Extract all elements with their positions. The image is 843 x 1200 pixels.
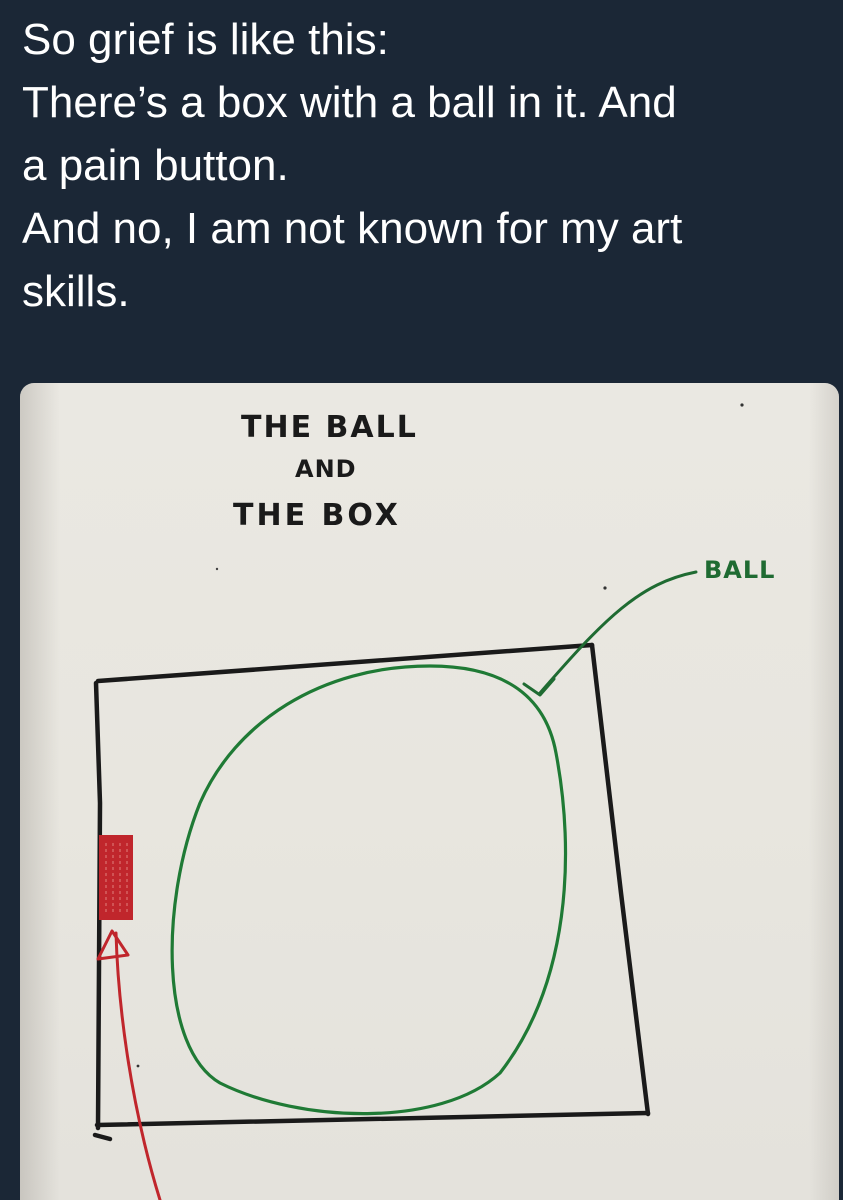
photo-shadow xyxy=(20,383,60,1200)
hand-drawing: THE BALL AND THE BOX BALL xyxy=(92,403,775,1200)
tweet-text-line: There’s a box with a ball in it. And xyxy=(22,78,677,127)
tweet-text-line: So grief is like this: xyxy=(22,15,389,64)
tweet-text-line: skills. xyxy=(22,267,130,316)
pain-arrow xyxy=(96,929,162,1200)
paper-speck xyxy=(740,403,744,407)
tweet-photo[interactable]: THE BALL AND THE BOX BALL xyxy=(20,383,839,1200)
drawing-title-line-3: THE BOX xyxy=(233,498,401,533)
ball-label: BALL xyxy=(704,556,775,584)
tweet-text: So grief is like this: There’s a box wit… xyxy=(22,8,832,323)
tweet-text-line: And no, I am not known for my art xyxy=(22,204,683,253)
ball-circle xyxy=(170,664,568,1116)
ball-arrow xyxy=(522,570,698,697)
drawing-title-line-2: AND xyxy=(295,455,357,483)
tweet-text-line: a pain button. xyxy=(22,141,289,190)
pain-button xyxy=(99,835,133,920)
drawing-title-line-1: THE BALL xyxy=(241,410,418,445)
box-outline xyxy=(92,642,651,1142)
paper-speck xyxy=(603,586,607,590)
paper-speck xyxy=(215,567,219,571)
paper-speck xyxy=(136,1064,140,1068)
photo-shadow xyxy=(809,383,839,1200)
